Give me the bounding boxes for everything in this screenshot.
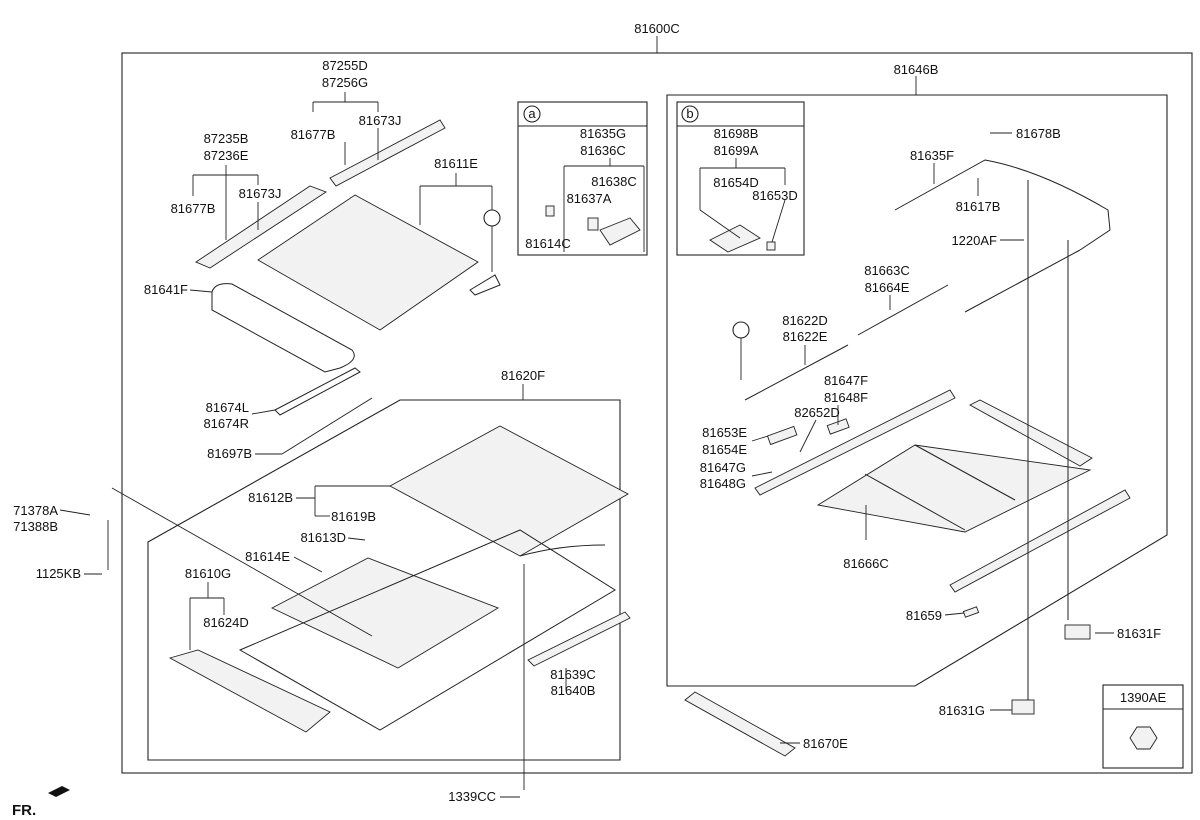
label-81640B: 81640B [551, 683, 596, 698]
label-81631G: 81631G [939, 703, 985, 718]
guide-rail-left-shape [754, 389, 956, 496]
label-assembly: 81600C [634, 21, 680, 36]
label-81663C: 81663C [864, 263, 910, 278]
label-81611E: 81611E [434, 156, 478, 171]
label-81619B: 81619B [331, 509, 376, 524]
label-81638C: 81638C [591, 174, 637, 189]
label-81673J-lower: 81673J [239, 186, 282, 201]
label-1125KB: 1125KB [36, 566, 81, 581]
label-81622D: 81622D [782, 313, 828, 328]
bracket-a-shape [469, 274, 501, 296]
label-81666C: 81666C [843, 556, 889, 571]
detail-box-b [676, 101, 805, 256]
label-81664E: 81664E [865, 280, 910, 295]
label-1339CC: 1339CC [448, 789, 496, 804]
label-81647G: 81647G [700, 460, 746, 475]
label-81631F: 81631F [1117, 626, 1161, 641]
callout-a-letter: a [528, 106, 536, 121]
roof-opening-shape [270, 557, 500, 669]
nut-box-1390AE [1102, 684, 1184, 769]
label-81699A: 81699A [714, 143, 759, 158]
label-81622E: 81622E [783, 329, 828, 344]
motor-f-shape [1064, 624, 1091, 640]
callout-b-letter: b [686, 106, 693, 121]
label-82652D: 82652D [794, 405, 840, 420]
guide-rail-right-shape [949, 489, 1131, 593]
label-81674L: 81674L [206, 400, 249, 415]
label-81648G: 81648G [700, 476, 746, 491]
label-81677B-upper: 81677B [291, 127, 336, 142]
label-87256G: 87256G [322, 75, 368, 90]
label-81673J-upper: 81673J [359, 113, 402, 128]
motor-g-shape [1011, 699, 1035, 715]
detail-box-a [517, 101, 648, 256]
main-assembly-frame [121, 52, 1193, 774]
label-81639C: 81639C [550, 667, 596, 682]
label-81646B: 81646B [894, 62, 939, 77]
side-rail-shape [527, 611, 631, 667]
label-81614E: 81614E [245, 549, 290, 564]
label-81641F: 81641F [144, 282, 188, 297]
label-81653D: 81653D [752, 188, 798, 203]
label-81635G: 81635G [580, 126, 626, 141]
label-81635F: 81635F [910, 148, 954, 163]
label-81612B: 81612B [248, 490, 293, 505]
label-81614C: 81614C [525, 236, 571, 251]
frame-reinforcement-shape [684, 691, 796, 757]
roof-frame-shape [238, 529, 616, 731]
label-81674R: 81674R [203, 416, 249, 431]
callout-b-ref-circle [732, 321, 750, 339]
label-81678B: 81678B [1016, 126, 1061, 141]
label-81647F: 81647F [824, 373, 868, 388]
label-87255D: 87255D [322, 58, 368, 73]
glass-panel-shape [257, 194, 479, 331]
label-71378A: 71378A [13, 503, 58, 518]
seal-strip-shape [274, 367, 361, 416]
front-arrow-icon [48, 786, 70, 797]
label-81636C: 81636C [580, 143, 626, 158]
label-71388B: 71388B [13, 519, 58, 534]
roof-panel-frame [147, 399, 621, 761]
sunroof-module-frame [666, 94, 1168, 687]
orientation-label: FR. [12, 802, 36, 819]
sunshade-shape [816, 444, 1092, 533]
weatherstrip-shape [211, 283, 355, 373]
callout-a-circle [523, 105, 541, 123]
label-81624D: 81624D [203, 615, 249, 630]
label-1220AF: 1220AF [951, 233, 997, 248]
label-81610G: 81610G [185, 566, 231, 581]
label-81698B: 81698B [714, 126, 759, 141]
label-87236E: 87236E [204, 148, 249, 163]
label-81617B: 81617B [956, 199, 1001, 214]
label-81697B: 81697B [207, 446, 252, 461]
label-81648F: 81648F [824, 390, 868, 405]
label-81654D: 81654D [713, 175, 759, 190]
label-81670E: 81670E [803, 736, 848, 751]
label-81613D: 81613D [300, 530, 346, 545]
label-81659: 81659 [906, 608, 942, 623]
nut-shape [1129, 726, 1158, 750]
label-81653E: 81653E [702, 425, 747, 440]
roof-panel-shape [389, 425, 629, 557]
frame-rail-shape [894, 159, 1111, 251]
callout-b-circle [681, 105, 699, 123]
label-87235B: 87235B [204, 131, 249, 146]
callout-a-ref-circle [483, 209, 501, 227]
label-81654E: 81654E [702, 442, 747, 457]
label-81677B-lower: 81677B [171, 201, 216, 216]
label-81620F: 81620F [501, 368, 545, 383]
deflector-shape [195, 185, 327, 269]
roof-rail-shape [168, 649, 331, 733]
label-81637A: 81637A [567, 191, 612, 206]
label-1390AE: 1390AE [1120, 690, 1167, 705]
deflector-upper-shape [329, 119, 446, 187]
